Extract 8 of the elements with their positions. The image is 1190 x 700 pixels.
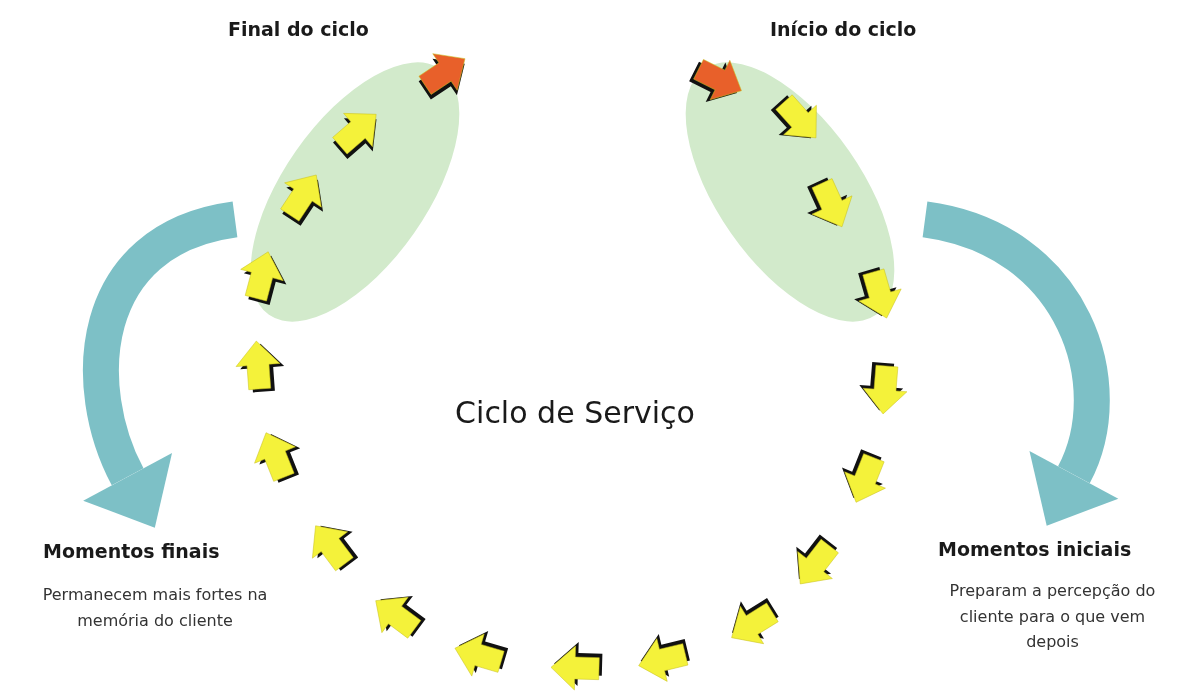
heading: Momentos finais — [43, 540, 220, 562]
description-text: Preparam a percepção do cliente para o que vem depois — [948, 580, 1157, 654]
heading: Início do ciclo — [770, 18, 917, 40]
description-text: Permanecem mais fortes na memória do cliente — [41, 584, 269, 632]
heading: Momentos iniciais — [938, 538, 1132, 560]
heading: Final do ciclo — [228, 18, 369, 40]
curved-arrow — [921, 201, 1121, 528]
title: Ciclo de Serviço — [454, 395, 696, 430]
